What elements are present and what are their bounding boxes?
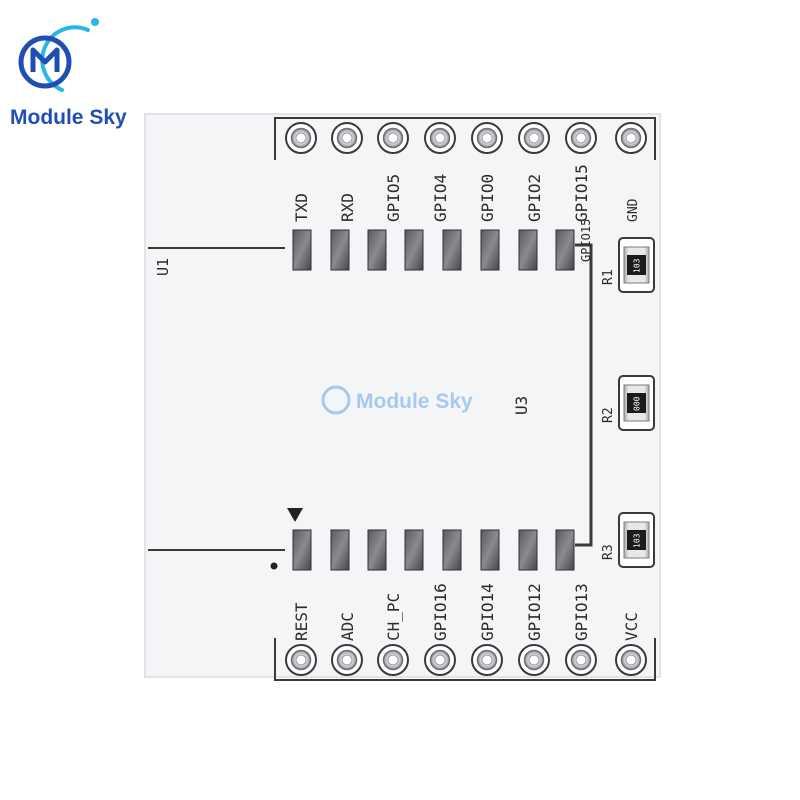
top-header-hole — [377, 122, 409, 154]
top-header-hole — [518, 122, 550, 154]
m-circuit-logo-icon — [18, 18, 99, 92]
brand-name: Module Sky — [10, 106, 127, 129]
pin1-marker-icon — [287, 508, 303, 522]
bottom-module-pad — [330, 529, 350, 571]
top-module-pad — [555, 229, 575, 271]
board-edge-shadow — [144, 113, 661, 678]
resistor-designator: R3 — [601, 544, 616, 560]
brand-logo: Module Sky — [10, 18, 127, 129]
top-pin-label: GND — [626, 198, 641, 222]
top-module-pad — [480, 229, 500, 271]
bottom-module-pad — [518, 529, 538, 571]
top-module-pad — [404, 229, 424, 271]
u1-designator: U1 — [154, 258, 172, 276]
top-module-pad — [442, 229, 462, 271]
top-module-pad — [330, 229, 350, 271]
top-pin-label: GPIO15 — [572, 164, 591, 222]
board-watermark: Module Sky — [321, 385, 473, 415]
bottom-module-pad — [404, 529, 424, 571]
bottom-pin-label: GPIO13 — [572, 583, 591, 641]
top-pin-label: GPIO2 — [525, 174, 544, 222]
resistor-value: 000 — [633, 396, 642, 411]
top-header-hole — [615, 122, 647, 154]
bottom-pin-label: CH_PC — [384, 593, 403, 641]
bottom-header-hole — [285, 644, 317, 676]
top-pin-label: GPIO5 — [384, 174, 403, 222]
watermark-text: Module Sky — [356, 390, 473, 413]
bottom-pin-label: GPIO12 — [525, 583, 544, 641]
resistor-value: 103 — [633, 533, 642, 548]
bottom-module-pad — [555, 529, 575, 571]
u3-designator: U3 — [512, 396, 531, 415]
top-header-hole — [471, 122, 503, 154]
resistor-designator: R1 — [601, 269, 616, 285]
top-header-hole — [424, 122, 456, 154]
bottom-pin-label: REST — [292, 602, 311, 641]
bottom-module-pad — [292, 529, 312, 571]
bottom-pin-label: VCC — [622, 612, 641, 641]
bottom-module-pad — [442, 529, 462, 571]
top-pin-label: RXD — [338, 193, 357, 222]
top-header-outline — [274, 117, 656, 160]
top-pin-label: TXD — [292, 193, 311, 222]
resistor-designator: R2 — [601, 407, 616, 423]
top-module-pad — [367, 229, 387, 271]
bottom-header-hole — [565, 644, 597, 676]
bottom-module-pad — [480, 529, 500, 571]
bottom-header-hole — [471, 644, 503, 676]
board-substrate — [145, 114, 660, 677]
bottom-header-hole — [331, 644, 363, 676]
bottom-header-hole — [424, 644, 456, 676]
bottom-header-hole — [518, 644, 550, 676]
orientation-dot — [270, 562, 278, 570]
bottom-module-pad — [367, 529, 387, 571]
bottom-header-hole — [615, 644, 647, 676]
watermark-logo-icon — [321, 385, 351, 415]
top-pin-label: GPIO4 — [431, 174, 450, 222]
pad-label-gpio15: GPIO15 — [579, 219, 593, 262]
bottom-pin-label: GPIO14 — [478, 583, 497, 641]
top-header-hole — [285, 122, 317, 154]
bottom-pin-label: GPIO16 — [431, 583, 450, 641]
u3-trace — [575, 243, 593, 547]
top-header-hole — [331, 122, 363, 154]
top-header-hole — [565, 122, 597, 154]
bottom-pin-label: ADC — [338, 612, 357, 641]
u1-outline — [148, 247, 285, 551]
top-module-pad — [518, 229, 538, 271]
resistor-value: 103 — [633, 258, 642, 273]
bottom-header-outline — [274, 638, 656, 681]
bottom-header-hole — [377, 644, 409, 676]
top-module-pad — [292, 229, 312, 271]
top-pin-label: GPIO0 — [478, 174, 497, 222]
